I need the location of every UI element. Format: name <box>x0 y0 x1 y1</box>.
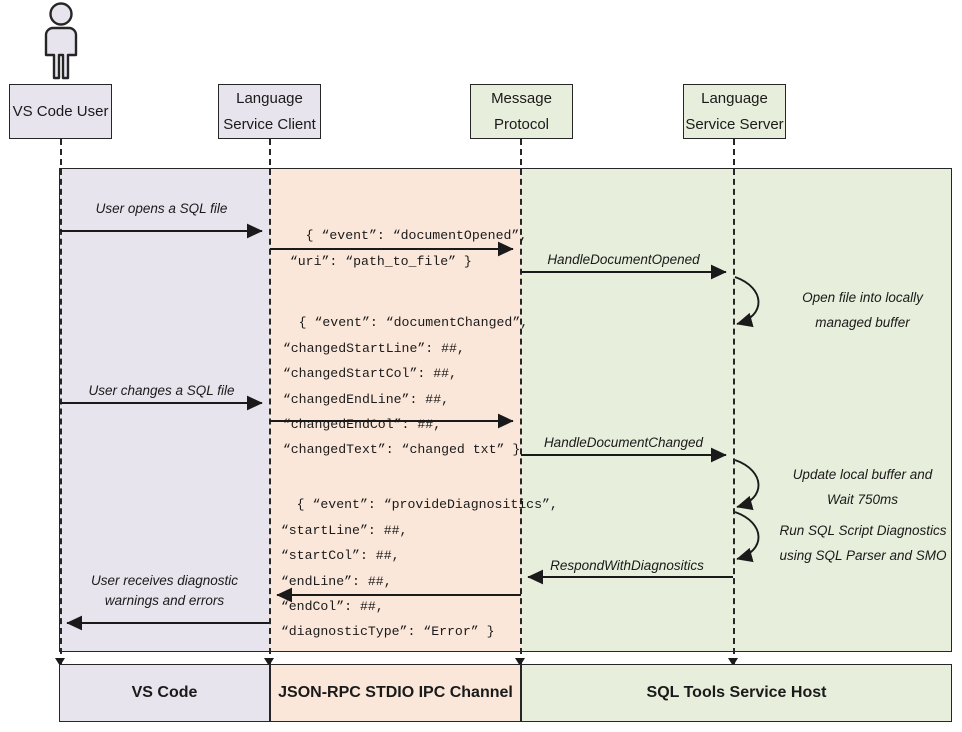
payload-line: “changedText”: “changed txt” } <box>267 442 521 458</box>
participant-label-line1: Language <box>701 89 768 107</box>
participant-label-line1: Message <box>491 89 552 107</box>
footer-label: JSON-RPC STDIO IPC Channel <box>278 684 513 701</box>
payload-line: “changedStartLine”: ##, <box>267 340 465 356</box>
payload-line: “changedStartCol”: ##, <box>267 366 457 382</box>
footer-sql-tools-service-host[interactable]: SQL Tools Service Host <box>521 664 952 722</box>
lane-vscode <box>59 168 270 652</box>
payload-line: { “event”: “provideDiagnositics”, <box>296 497 558 513</box>
note-open-file-buffer: Open file into locally managed buffer <box>770 285 955 335</box>
footer-json-rpc-channel[interactable]: JSON-RPC STDIO IPC Channel <box>270 664 521 722</box>
payload-provide-diagnostics: { “event”: “provideDiagnositics”, “start… <box>265 467 558 670</box>
note-line1: Update local buffer and <box>792 467 933 482</box>
payload-line: “uri”: “path_to_file” } <box>274 253 472 269</box>
lifeline-message-protocol <box>520 139 522 664</box>
note-line1: Run SQL Script Diagnostics <box>779 523 947 538</box>
payload-line: “diagnosticType”: “Error” } <box>265 624 495 640</box>
note-run-sql-diagnostics: Run SQL Script Diagnostics using SQL Par… <box>768 518 958 568</box>
payload-document-opened: { “event”: “documentOpened”, “uri”: “pat… <box>274 198 527 300</box>
message-label-respond-with-diagnostics: RespondWithDiagnositics <box>550 558 704 573</box>
footer-vs-code[interactable]: VS Code <box>59 664 270 722</box>
participant-label-line2: Service Server <box>685 115 784 133</box>
message-label-line1: User receives diagnostic <box>90 573 239 588</box>
note-line2: Wait 750ms <box>826 492 899 507</box>
footer-label: VS Code <box>131 684 198 701</box>
participant-label-line2: Protocol <box>493 115 550 133</box>
participant-label-line1: Language <box>236 89 303 107</box>
payload-line: “startLine”: ##, <box>265 522 408 538</box>
message-label-user-opens-file: User opens a SQL file <box>95 201 228 216</box>
participant-language-service-server[interactable]: Language Service Server <box>683 84 786 139</box>
message-label-handle-document-opened: HandleDocumentOpened <box>547 252 700 267</box>
note-line2: using SQL Parser and SMO <box>779 548 947 563</box>
payload-line: “startCol”: ##, <box>265 548 400 564</box>
payload-line: “endCol”: ##, <box>265 599 384 615</box>
participant-message-protocol[interactable]: Message Protocol <box>470 84 573 139</box>
note-line1: Open file into locally <box>802 290 923 305</box>
participant-language-service-client[interactable]: Language Service Client <box>218 84 321 139</box>
message-label-line2: warnings and errors <box>104 593 225 608</box>
payload-line: “changedEndCol”: ##, <box>267 417 442 433</box>
payload-document-changed: { “event”: “documentChanged”, “changedSt… <box>267 285 528 488</box>
lifeline-language-service-client <box>269 139 271 664</box>
participant-vs-code-user[interactable]: VS Code User <box>9 84 112 139</box>
payload-line: “endLine”: ##, <box>265 573 392 589</box>
person-icon <box>35 2 87 80</box>
message-label-user-changes-file: User changes a SQL file <box>88 383 235 398</box>
payload-line: { “event”: “documentChanged”, <box>298 315 529 331</box>
participant-label-line2: Service Client <box>223 115 316 133</box>
footer-label: SQL Tools Service Host <box>646 684 827 701</box>
lane-service-host <box>521 168 952 652</box>
payload-line: { “event”: “documentOpened”, <box>305 228 528 244</box>
message-label-user-receives-diagnostics: User receives diagnostic warnings and er… <box>62 571 267 611</box>
participant-label-line1: VS Code User <box>12 102 109 120</box>
note-update-buffer-wait: Update local buffer and Wait 750ms <box>770 462 955 512</box>
note-line2: managed buffer <box>815 315 910 330</box>
payload-line: “changedEndLine”: ##, <box>267 391 450 407</box>
lifeline-language-service-server <box>733 139 735 664</box>
message-label-handle-document-changed: HandleDocumentChanged <box>543 435 704 450</box>
lifeline-vs-code-user <box>60 139 62 664</box>
